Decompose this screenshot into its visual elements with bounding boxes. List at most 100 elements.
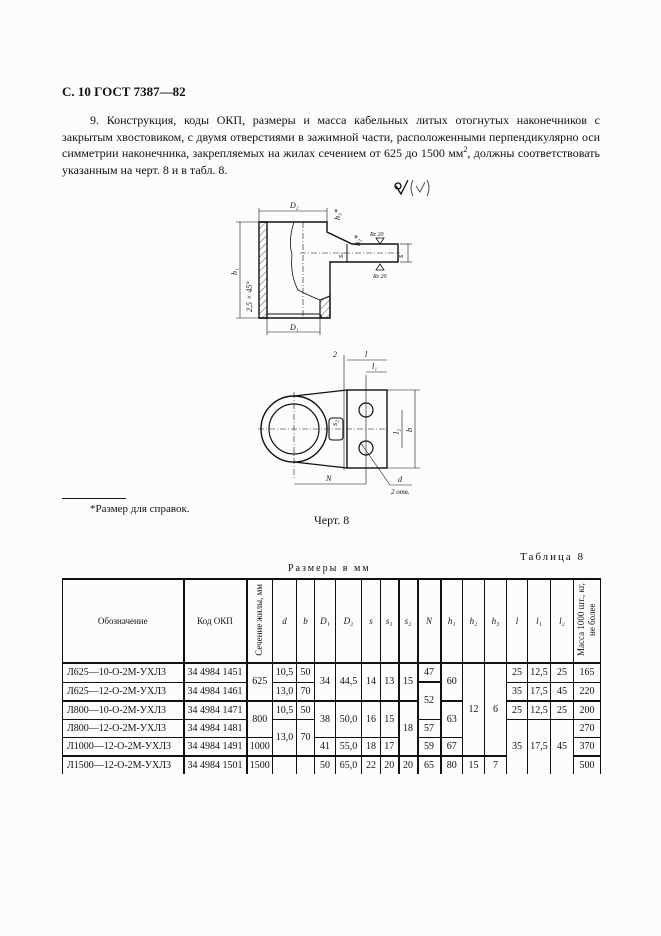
cell-mass: 270 xyxy=(573,718,601,738)
cell-D1: 41 xyxy=(314,736,336,756)
cell-mass: 200 xyxy=(573,699,601,720)
figure-caption: Черт. 8 xyxy=(314,513,350,527)
svg-text:N: N xyxy=(325,474,332,483)
cell-mass: 220 xyxy=(573,681,601,701)
cell-l2: 45 xyxy=(550,718,574,774)
cell-s2: 18 xyxy=(397,699,418,756)
col-l2: l₂ xyxy=(550,578,574,664)
svg-text:2 отв.: 2 отв. xyxy=(391,488,410,496)
cell-h1: 63 xyxy=(439,699,463,738)
col-section-label: Сечение жилы, мм xyxy=(254,584,265,656)
footnote: *Размер для справок. xyxy=(90,503,190,515)
cell-designation: Л625—12-О-2М-УХЛ3 xyxy=(62,681,184,701)
cell-b: 70 xyxy=(296,718,315,756)
col-h2-label: h₂ xyxy=(469,616,478,626)
svg-text:2: 2 xyxy=(333,350,337,359)
cell-s1: 20 xyxy=(380,754,399,774)
cell-s2: 20 xyxy=(397,754,418,774)
svg-text:s: s xyxy=(396,255,405,258)
cell-l: 25 xyxy=(506,699,528,720)
cell-N: 52 xyxy=(416,681,441,720)
cell-D1: 38 xyxy=(314,699,336,738)
cell-l2: 45 xyxy=(550,681,574,701)
cell-okp: 34 4984 1481 xyxy=(182,718,247,738)
cell-s1: 15 xyxy=(380,699,399,738)
cell-N: 59 xyxy=(416,736,441,756)
svg-text:b: b xyxy=(405,428,414,432)
col-s2-label: s₂ xyxy=(404,616,412,626)
cell-l: 25 xyxy=(506,662,528,683)
cell-designation: Л625—10-О-2М-УХЛ3 xyxy=(62,662,184,683)
cell-d: 13,0 xyxy=(272,681,297,701)
cell-okp: 34 4984 1461 xyxy=(182,681,247,701)
svg-text:l₂: l₂ xyxy=(392,429,401,434)
cell-designation: Л800—10-О-2М-УХЛ3 xyxy=(62,699,184,720)
col-h1-label: h₁ xyxy=(447,616,456,626)
cell-section: 1000 xyxy=(245,736,273,756)
table-row: Л1500—12-О-2М-УХЛ3 34 4984 1501 1500 50 … xyxy=(62,754,601,774)
svg-text:D₁: D₁ xyxy=(289,323,299,332)
cell-N: 57 xyxy=(416,718,441,738)
col-b-label: b xyxy=(303,616,308,626)
cell-d xyxy=(272,754,297,774)
col-h3-label: h₃ xyxy=(491,616,500,626)
svg-text:s₂: s₂ xyxy=(330,420,339,426)
col-h3: h₃ xyxy=(484,578,507,664)
col-mass: Масса 1000 шт., кг, не более xyxy=(573,578,601,664)
col-okp: Код ОКП xyxy=(182,578,247,664)
col-section: Сечение жилы, мм xyxy=(245,578,273,664)
cell-N: 47 xyxy=(416,662,441,683)
cell-designation: Л1000—12-О-2М-УХЛ3 xyxy=(62,736,184,756)
superscript: 2 xyxy=(463,145,468,154)
svg-text:h₃*: h₃* xyxy=(333,209,342,220)
col-D2: D₂ xyxy=(335,578,362,664)
cell-okp: 34 4984 1491 xyxy=(182,736,247,756)
svg-text:l₁: l₁ xyxy=(372,362,377,371)
cell-l1: 12,5 xyxy=(527,699,551,720)
svg-text:d: d xyxy=(398,475,403,484)
svg-text:Rz 20: Rz 20 xyxy=(369,232,384,238)
cell-mass: 370 xyxy=(573,736,601,756)
cell-mass: 500 xyxy=(573,754,601,774)
svg-text:2,5 × 45°: 2,5 × 45° xyxy=(245,281,254,312)
col-d-label: d xyxy=(282,616,287,626)
cell-d: 10,5 xyxy=(272,662,297,683)
col-l1-label: l₁ xyxy=(536,616,542,626)
col-s2: s₂ xyxy=(397,578,418,664)
col-h1: h₁ xyxy=(439,578,463,664)
side-section-view: D₂ D₁ h₁ 2,5 × 45° h₂* h₃* s₁ s Rz 20 Rz… xyxy=(230,201,412,335)
col-designation: Обозначение xyxy=(62,578,184,664)
cell-section: 1500 xyxy=(245,754,273,774)
svg-text:h₂*: h₂* xyxy=(353,235,362,246)
table-8: Обозначение Код ОКП Сечение жилы, мм d b… xyxy=(62,578,601,774)
page-title: С. 10 ГОСТ 7387—82 xyxy=(62,84,186,99)
cell-designation: Л800—12-О-2М-УХЛ3 xyxy=(62,718,184,738)
cell-s: 18 xyxy=(361,736,381,756)
cell-D2: 55,0 xyxy=(335,736,362,756)
cell-okp: 34 4984 1501 xyxy=(182,754,247,774)
cell-d: 10,5 xyxy=(272,699,297,720)
svg-text:s₁: s₁ xyxy=(336,252,345,258)
table-header-row: Обозначение Код ОКП Сечение жилы, мм d b… xyxy=(62,578,601,664)
cell-D2: 65,0 xyxy=(335,754,362,774)
col-b: b xyxy=(296,578,315,664)
col-l2-label: l₂ xyxy=(559,616,565,626)
svg-text:l: l xyxy=(365,350,368,359)
cell-s: 16 xyxy=(361,699,381,738)
cell-section: 800 xyxy=(245,699,273,738)
cell-b: 70 xyxy=(296,681,315,701)
cell-l1: 17,5 xyxy=(527,718,551,774)
col-l: l xyxy=(506,578,528,664)
body-paragraph: 9. Конструкция, коды ОКП, размеры и масс… xyxy=(62,112,600,178)
svg-text:Rz 20: Rz 20 xyxy=(372,274,387,280)
cell-l2: 25 xyxy=(550,662,574,683)
cell-D2: 50,0 xyxy=(335,699,362,738)
cell-D2: 44,5 xyxy=(335,662,362,701)
cell-l1: 12,5 xyxy=(527,662,551,683)
cell-h2: 12 xyxy=(462,662,485,756)
cell-D1: 50 xyxy=(314,754,336,774)
col-N-label: N xyxy=(425,616,432,626)
cell-h3: 6 xyxy=(484,662,507,756)
col-l-label: l xyxy=(515,616,519,626)
col-s: s xyxy=(361,578,381,664)
